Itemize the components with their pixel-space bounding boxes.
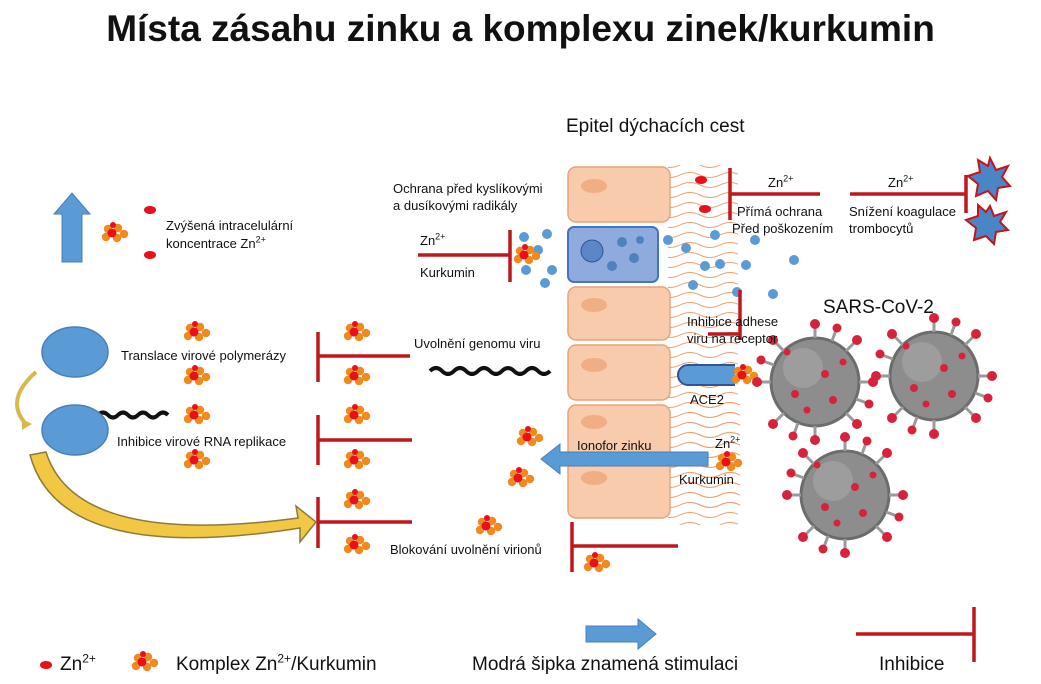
ace2-receptor bbox=[677, 364, 735, 386]
virion-release-label: Blokování uvolnění virionů bbox=[390, 542, 542, 557]
epithelium-label: Epitel dýchacích cest bbox=[566, 116, 745, 137]
zn-label-left: Zn2+ bbox=[420, 231, 446, 248]
inhibition-markers bbox=[316, 168, 976, 662]
coagulation-1: Snížení koagulace bbox=[849, 204, 956, 219]
virus-particles bbox=[750, 311, 999, 560]
zn-label-direct: Zn2+ bbox=[768, 173, 794, 190]
legend-inhibition: Inhibice bbox=[879, 654, 945, 675]
ionophore-label: Ionofor zinku bbox=[577, 438, 652, 453]
increase-label-1: Zvýšená intracelulární bbox=[166, 218, 294, 233]
zinc-ions bbox=[40, 176, 711, 669]
viral-genome bbox=[428, 366, 552, 376]
cycle-arrow-large bbox=[29, 451, 318, 545]
increase-label-2: koncentrace Zn2+ bbox=[166, 234, 266, 251]
curcumin-label-ionophore: Kurkumin bbox=[679, 472, 734, 487]
platelet-bursts bbox=[963, 155, 1012, 247]
genome-release-label: Uvolnění genomu viru bbox=[414, 336, 541, 351]
oxidative-label-1: Ochrana před kyslíkovými bbox=[393, 181, 543, 196]
replication-ellipse bbox=[41, 404, 109, 456]
oxidative-label-2: a dusíkovými radikály bbox=[393, 198, 518, 213]
stimulation-arrows bbox=[52, 192, 709, 651]
direct-protection-1: Přímá ochrana bbox=[737, 204, 823, 219]
polymerase-ellipse bbox=[41, 326, 109, 378]
page-title: Místa zásahu zinku a komplexu zinek/kurk… bbox=[106, 8, 935, 49]
zn-label-coagulation: Zn2+ bbox=[888, 173, 914, 190]
replication-label: Inhibice virové RNA replikace bbox=[117, 434, 287, 449]
radical-dots bbox=[519, 229, 799, 299]
direct-protection-2: Před poškozením bbox=[732, 221, 834, 236]
legend-stimulation: Modrá šipka znamená stimulaci bbox=[472, 654, 739, 675]
adhesion-1: Inhibice adhese bbox=[687, 314, 779, 329]
ace2-label: ACE2 bbox=[690, 392, 724, 407]
zn-label-ionophore: Zn2+ bbox=[715, 434, 741, 451]
legend-complex: Komplex Zn2+/Kurkumin bbox=[176, 651, 377, 675]
curcumin-label-left: Kurkumin bbox=[420, 265, 475, 280]
translation-label: Translace virové polymerázy bbox=[121, 348, 286, 363]
adhesion-2: viru na receptor bbox=[687, 331, 778, 346]
virus-label: SARS-CoV-2 bbox=[823, 297, 934, 318]
coagulation-2: trombocytů bbox=[849, 221, 914, 236]
viral-rna bbox=[96, 410, 170, 420]
cycle-arrow-small bbox=[15, 370, 38, 426]
legend-zn: Zn2+ bbox=[60, 651, 96, 675]
